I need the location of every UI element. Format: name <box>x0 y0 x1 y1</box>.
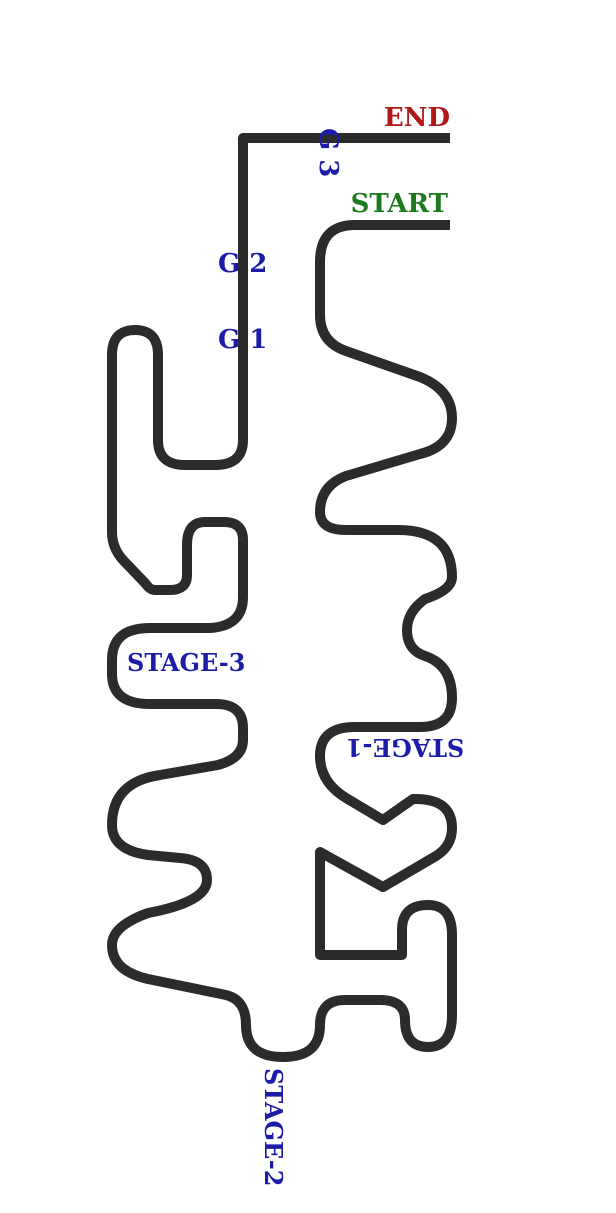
start-label: START <box>351 189 449 219</box>
stage-3-label: STAGE-3 <box>127 648 245 677</box>
gate-2-label: G 2 <box>218 249 267 279</box>
gate-1-label: G 1 <box>218 325 267 355</box>
end-label: END <box>384 103 450 133</box>
stage-1-label: STAGE-1 <box>346 733 464 762</box>
gate-3-label: G 3 <box>313 128 343 177</box>
stage-2-label: STAGE-2 <box>259 1068 288 1186</box>
track-path <box>107 133 457 1062</box>
